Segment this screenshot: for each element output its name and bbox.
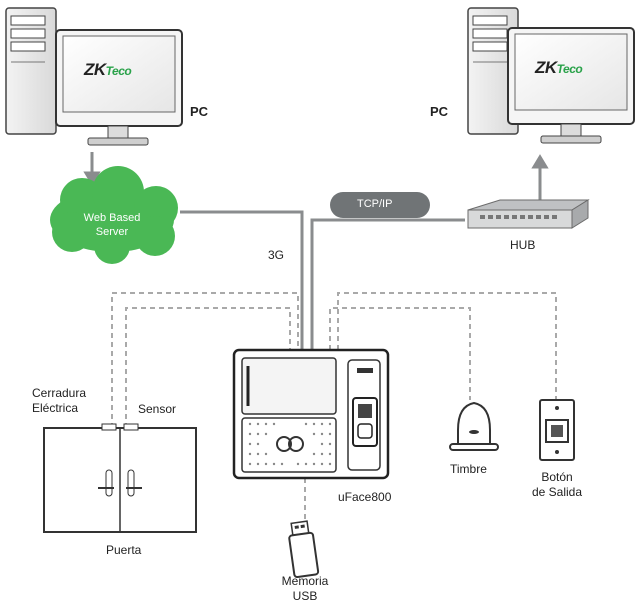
usb-label-line2: USB	[292, 589, 318, 603]
cloud-shape	[50, 166, 178, 264]
exit-button-graphic	[539, 399, 575, 461]
pc-left-label: PC	[190, 104, 209, 119]
device-label: uFace800	[338, 490, 392, 504]
solid-links	[180, 210, 465, 350]
pc-right-monitor	[507, 27, 635, 144]
logo-suffix: Teco	[556, 62, 583, 76]
lock-label: Cerradura Eléctrica	[32, 386, 86, 416]
uface800-device	[232, 348, 390, 480]
cloud-label-line1: Web Based	[83, 212, 141, 224]
cloud-label: Web Based Server	[62, 211, 162, 239]
bell-label: Timbre	[450, 462, 487, 476]
exit-button-label-line2: de Salida	[531, 485, 583, 499]
door-label: Puerta	[106, 543, 142, 557]
lock-label-line2: Eléctrica	[32, 401, 79, 415]
bell-graphic	[449, 401, 499, 451]
hub-switch	[467, 199, 590, 229]
dashed-wiring	[111, 292, 557, 523]
usb-label: Memoria USB	[270, 574, 340, 604]
zkteco-logo-left: ZKTeco	[84, 60, 132, 80]
zkteco-logo-right: ZKTeco	[535, 58, 583, 78]
exit-button-label: Botón de Salida	[520, 470, 594, 500]
tcpip-pill	[330, 192, 430, 218]
vertical-arrows	[83, 152, 549, 202]
cloud-label-line2: Server	[95, 226, 129, 238]
pc-right-label: PC	[430, 104, 449, 119]
lock-label-line1: Cerradura	[32, 386, 87, 400]
hub-label: HUB	[510, 238, 536, 252]
pc-left-tower	[5, 7, 57, 135]
exit-button-label-line1: Botón	[541, 470, 573, 484]
logo-prefix: ZK	[84, 60, 106, 79]
usb-graphic	[288, 520, 320, 579]
logo-suffix: Teco	[105, 64, 132, 78]
usb-label-line1: Memoria	[281, 574, 329, 588]
logo-prefix: ZK	[535, 58, 557, 77]
pc-left-monitor	[55, 29, 183, 146]
link-3g-label: 3G	[268, 248, 285, 262]
door-graphic	[43, 423, 197, 533]
tcpip-label: TCP/IP	[357, 198, 393, 210]
sensor-label: Sensor	[138, 402, 177, 416]
